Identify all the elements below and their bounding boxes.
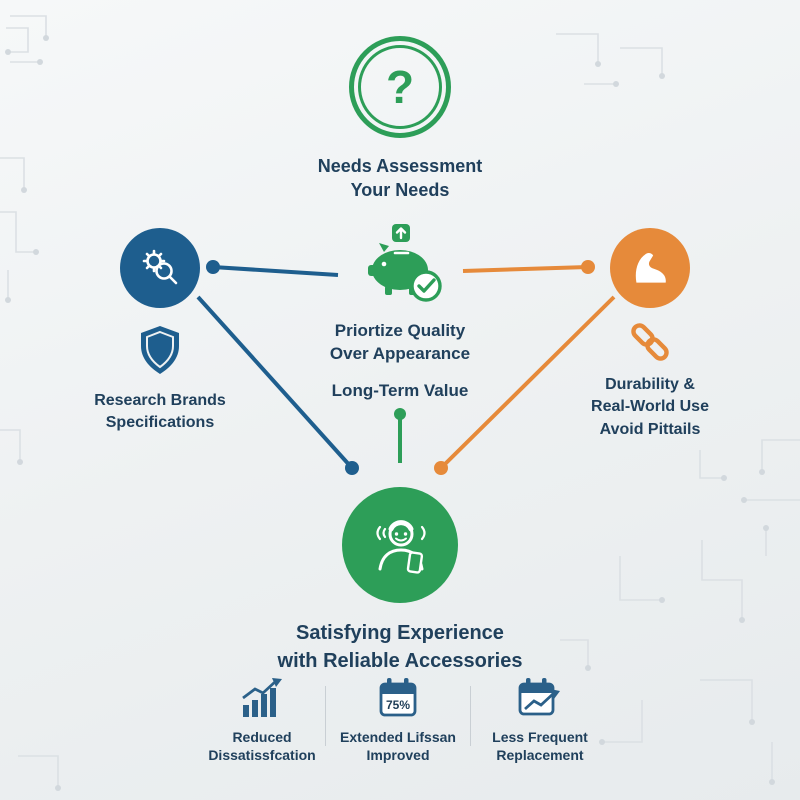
footer-item-extended-lifespan: 75% Extended Lifssan Improved [323, 676, 473, 765]
experience-label-line1: Satisfying Experience [296, 622, 504, 644]
calendar-percent-icon: 75% [379, 678, 417, 717]
quality-node: Priortize Quality Over Appearance Long-T… [300, 224, 500, 403]
quality-label-line2: Over Appearance [329, 343, 471, 363]
research-label-line2: Specifications [105, 414, 215, 432]
connector-dot-blue-bottom [345, 461, 359, 475]
bar-chart-up-icon [242, 678, 282, 717]
chain-link-icon [631, 323, 669, 361]
question-mark-ring-icon: ? [349, 36, 451, 138]
needs-assessment-label-line1: Needs Assessment [317, 156, 483, 176]
needs-assessment-label-line2: Your Needs [350, 180, 450, 201]
footer-divider-1 [325, 686, 326, 746]
experience-label-line2: with Reliable Accessories [277, 650, 523, 672]
calendar-trend-icon [518, 678, 560, 716]
question-mark-glyph: ? [385, 61, 415, 113]
durability-node: Durability & Real-World Use Avoid Pittai… [545, 228, 755, 441]
durability-label-line1: Durability & [605, 376, 695, 393]
calendar-percent-badge: 75% [386, 698, 410, 712]
needs-assessment-node: ? Needs Assessment Your Needs [300, 36, 500, 203]
footer3-label-line1: Less Frequent [492, 729, 588, 745]
research-label-line1: Research Brands [94, 392, 226, 409]
footer1-label-line1: Reduced [232, 729, 292, 745]
quality-label-line1: Priortize Quality [334, 321, 466, 340]
footer-item-less-frequent-replacement: Less Frequent Replacement [465, 676, 615, 765]
muscle-arm-icon [610, 228, 690, 308]
shield-icon [141, 326, 179, 374]
long-term-value-label: Long-Term Value [331, 380, 469, 400]
footer3-label-line2: Replacement [496, 747, 584, 764]
gear-search-icon [120, 228, 200, 308]
footer2-label-line2: Improved [366, 747, 430, 764]
muscle-arm-glyph [635, 252, 666, 283]
research-node: Research Brands Specifications [55, 228, 265, 435]
footer2-label-line1: Extended Lifssan [340, 729, 456, 745]
footer-divider-2 [470, 686, 471, 746]
piggy-bank-check-icon [368, 224, 442, 302]
footer1-label-line2: Dissatissfcation [208, 747, 316, 764]
gear-search-glyph [142, 249, 178, 285]
footer-item-reduced-dissatisfaction: Reduced Dissatissfcation [187, 676, 337, 765]
person-phone-icon [342, 487, 458, 603]
person-phone-glyph [376, 520, 426, 574]
connector-dot-green-top [394, 408, 406, 420]
satisfying-experience-node: Satisfying Experience with Reliable Acce… [240, 487, 560, 675]
connector-dot-orange-bottom [434, 461, 448, 475]
durability-label-line3: Avoid Pittails [599, 420, 701, 438]
durability-label-line2: Real-World Use [591, 398, 709, 416]
